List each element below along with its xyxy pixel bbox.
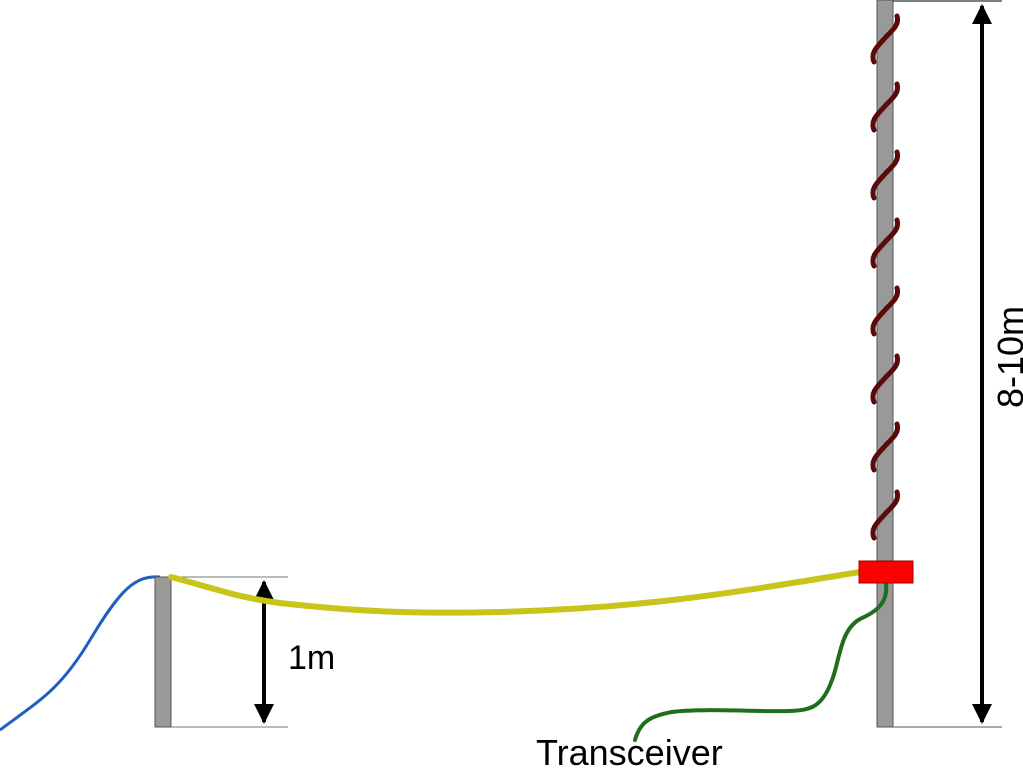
short-pole [154, 576, 172, 728]
coax-cable [633, 581, 889, 742]
left-wire [0, 575, 161, 732]
coil-turn [870, 149, 901, 201]
coil-turn [870, 353, 901, 405]
coil-turn [870, 285, 901, 337]
transceiver-label: Transceiver [536, 732, 723, 768]
loading-coil [870, 13, 901, 541]
short-pole-height-label: 1m [288, 639, 335, 677]
feed-wire [168, 569, 863, 616]
coil-turn [870, 13, 901, 65]
coil-turn [870, 421, 901, 473]
coil-turn [870, 81, 901, 133]
coil-turn [870, 489, 901, 541]
mast-height-label: 8-10m [990, 306, 1023, 408]
connector-box [858, 560, 914, 584]
coil-turn [870, 217, 901, 269]
